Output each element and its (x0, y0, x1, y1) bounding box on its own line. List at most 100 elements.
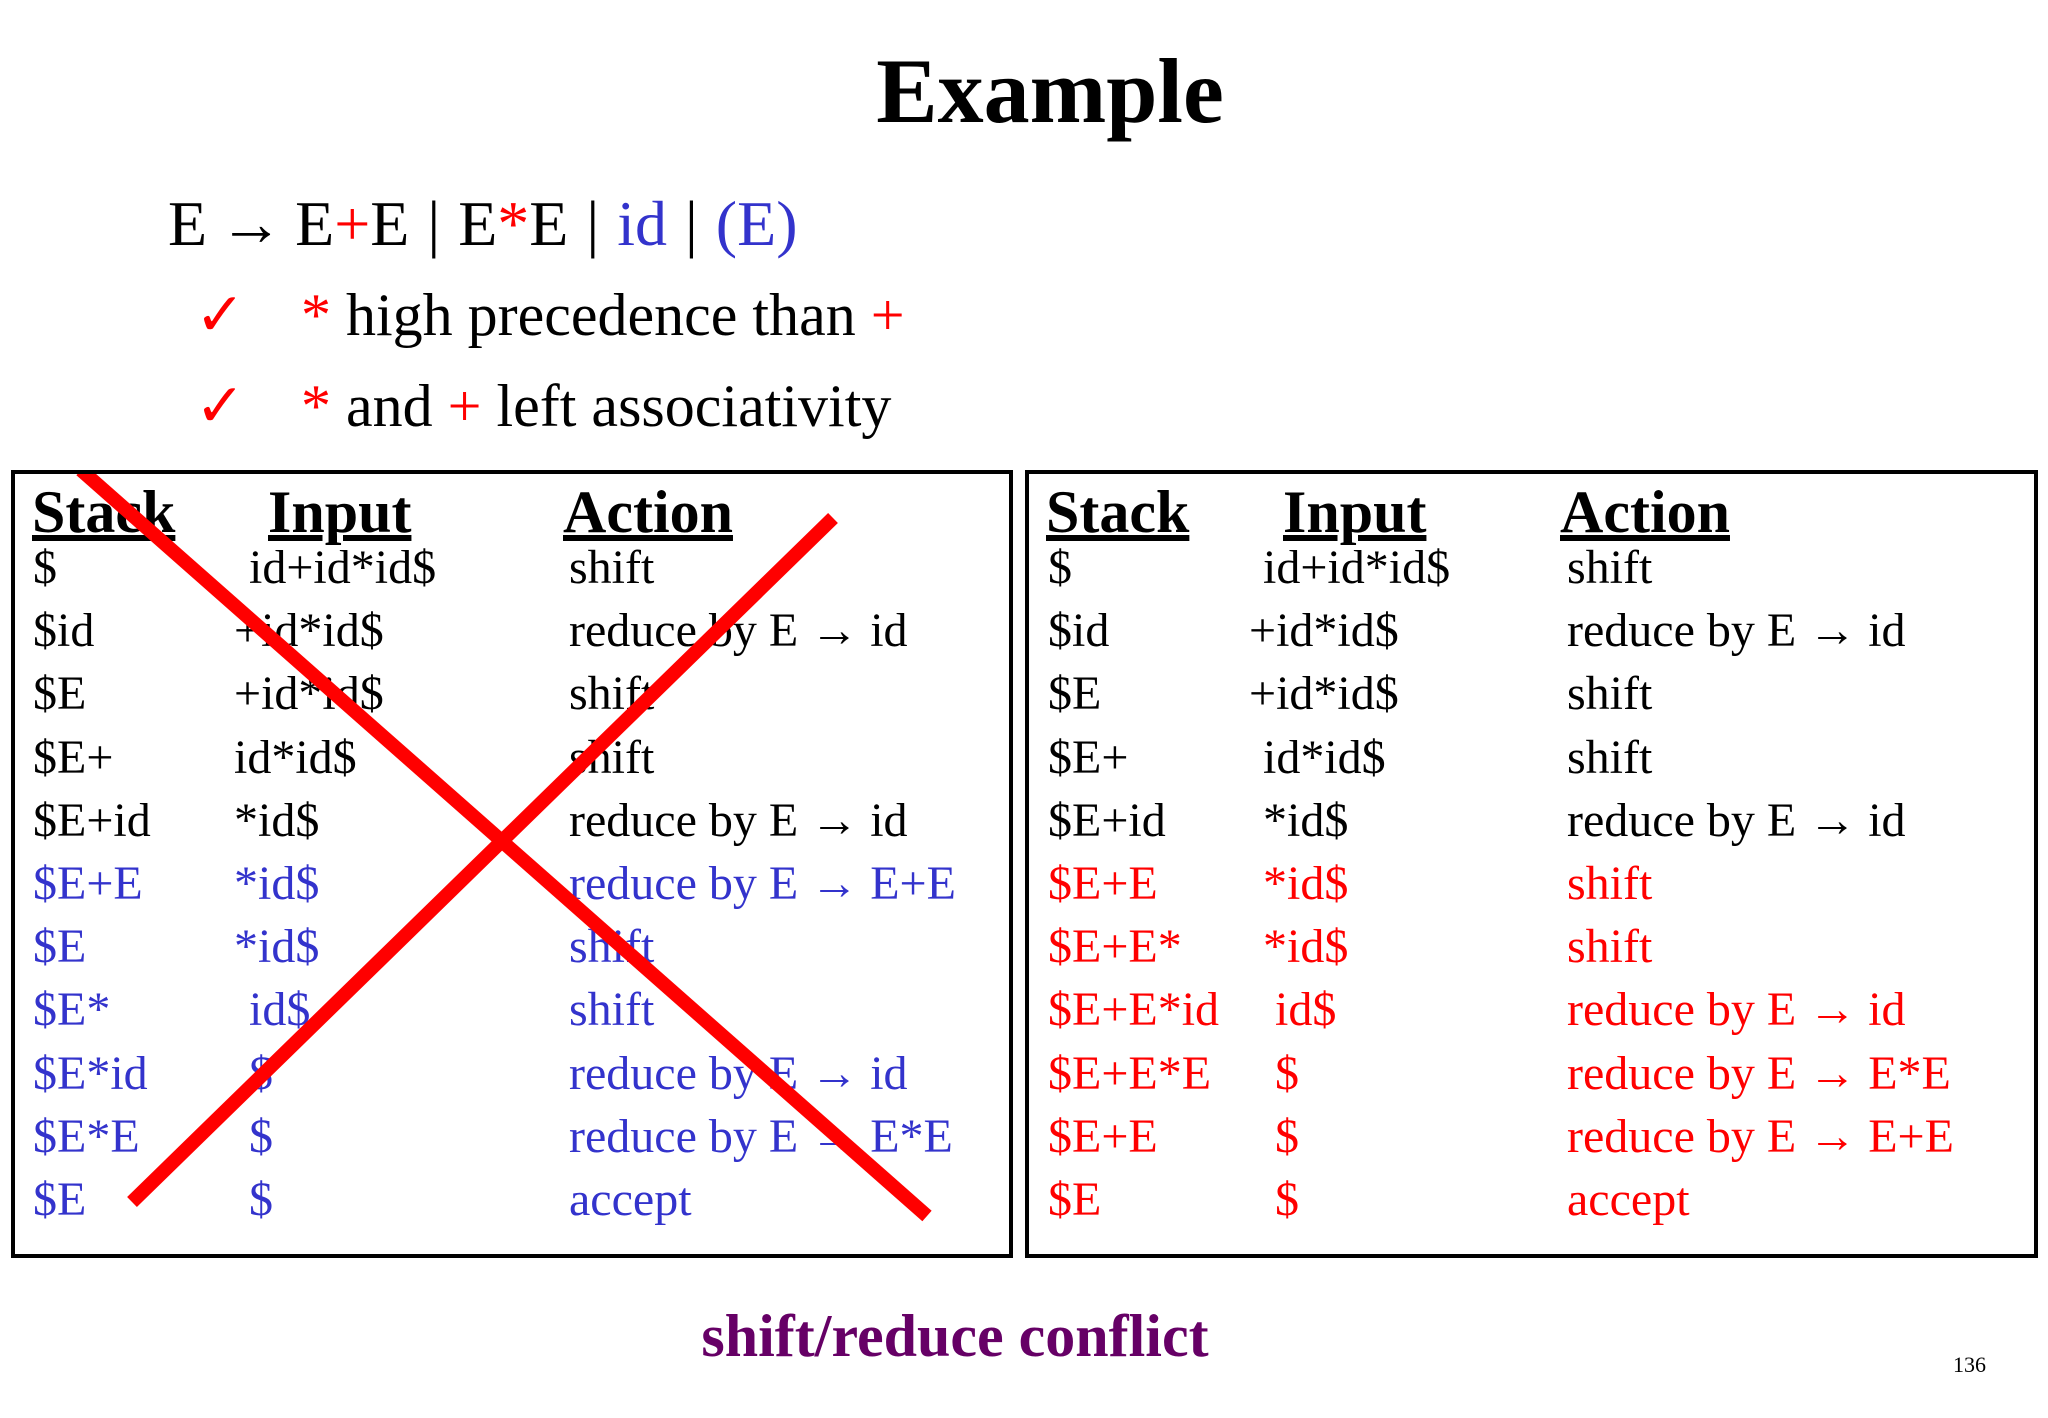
grammar-alt2-left: E (458, 188, 498, 259)
note-op-plus: + (447, 373, 482, 439)
conflict-caption: shift/reduce conflict (701, 1303, 1209, 1369)
cell-input: id$ (249, 983, 311, 1037)
cell-stack: $E (33, 1173, 87, 1226)
cell-stack: $ (1048, 541, 1072, 594)
table-row: $ id+id*id$ shift (15, 544, 1009, 607)
grammar-id-terminal: id (617, 188, 667, 259)
table-row: $E$accept (1029, 1176, 2034, 1239)
cell-action: reduce by E → id (569, 793, 908, 847)
table-row: $E+id*id$shift (1029, 670, 2034, 733)
cell-action: shift (1567, 920, 1653, 974)
cell-action: shift (569, 983, 655, 1037)
cell-stack: $ (33, 541, 57, 594)
table-row: $E+E *id$ shift (1029, 860, 2034, 923)
table-row: $id +id*id$ reduce by E → id (1029, 607, 2034, 670)
cell-stack: $E+E (1048, 1109, 1158, 1163)
cell-action: reduce by E → E*E (1567, 1046, 1951, 1100)
checkmark-icon: ✓ (195, 373, 246, 439)
table-row: $E+E**id$shift (1029, 923, 2034, 986)
cross-stroke (127, 512, 838, 1208)
cell-stack: $E+id (1048, 793, 1166, 847)
header-action: Action (563, 479, 733, 545)
table-row: $E* id$ shift (15, 986, 1009, 1049)
cell-stack: $E+E*id (1048, 983, 1220, 1037)
note-text: and (331, 373, 448, 439)
cell-input: *id$ (234, 857, 320, 910)
cross-out-icon (76, 474, 932, 1222)
grammar-lhs: E (168, 188, 208, 259)
grammar-separator: | (586, 188, 600, 259)
cell-stack: $id (33, 604, 95, 658)
header-input: Input (1283, 479, 1427, 545)
cell-stack: $E (33, 667, 87, 721)
header-action: Action (1560, 479, 1730, 545)
table-row: $E$accept (15, 1176, 1009, 1239)
right-parse-table: Stack Input Action $id+id*id$shift$id+id… (1025, 470, 2038, 1258)
cell-stack: $E+ (33, 730, 114, 784)
cell-input: *id$ (234, 793, 320, 847)
grammar-star-operator: * (497, 188, 530, 259)
cell-input: *id$ (234, 920, 320, 974)
grammar-alt2-right: E (529, 188, 569, 259)
table-row: $E+id*id$shift (1029, 730, 2034, 797)
cell-action: shift (1567, 857, 1653, 910)
table-row: $id+id*id$shift (1029, 544, 2034, 607)
cell-stack: $E+E (1048, 857, 1158, 910)
cell-stack: $E*E (33, 1109, 140, 1163)
checkmark-icon: ✓ (195, 282, 246, 348)
cell-action: reduce by E → id (1567, 604, 1906, 658)
cell-input: *id$ (1263, 793, 1349, 847)
cell-input: +id*id$ (1249, 667, 1399, 721)
grammar-production: E→E+E|E*E|id|(E) (168, 192, 798, 256)
cell-action: reduce by E → id (1567, 983, 1906, 1037)
cell-input: id+id*id$ (249, 541, 437, 594)
note-text-tail: left associativity (481, 373, 892, 439)
note-associativity: ✓ * and + left associativity (195, 376, 891, 436)
cell-action: accept (569, 1173, 692, 1226)
cell-stack: $E+ (1048, 730, 1129, 784)
cell-stack: $E (33, 920, 87, 974)
table-row: $E+id *id$ reduce by E → id (1029, 793, 2034, 860)
note-text: high precedence than (331, 282, 871, 348)
note-op-star: * (301, 282, 331, 348)
note-op-plus: + (870, 282, 905, 348)
note-precedence: ✓ * high precedence than + (195, 285, 905, 345)
grammar-separator: | (427, 188, 441, 259)
cell-input: +id*id$ (1249, 604, 1399, 658)
cell-stack: $E* (33, 983, 111, 1037)
grammar-plus-operator: + (334, 188, 371, 259)
table-row: $id+id*id$reduce by E → id (15, 607, 1009, 670)
grammar-arrow: → (219, 188, 284, 259)
cell-action: shift (1567, 730, 1653, 784)
cell-stack: $id (1048, 604, 1110, 658)
table-row: $E+E*E $ reduce by E → E*E (1029, 1046, 2034, 1113)
cell-input: *id$ (1263, 857, 1349, 910)
grammar-paren-alternative: (E) (715, 188, 798, 259)
cell-stack: $E+E*E (1048, 1046, 1212, 1100)
table-row: $E+id *id$ reduce by E → id (15, 793, 1009, 860)
note-op-star: * (301, 373, 331, 439)
slide-title: Example (876, 40, 1224, 142)
grammar-alt1-right: E (370, 188, 410, 259)
table-row: $E+E *id$ reduce by E → E+E (15, 860, 1009, 923)
cell-stack: $E*id (33, 1046, 148, 1100)
cell-stack: $E+E* (1048, 920, 1182, 974)
cell-action: reduce by E → E+E (569, 857, 956, 910)
cell-input: $ (1275, 1046, 1299, 1100)
cell-action: reduce by E → E+E (1567, 1109, 1954, 1163)
grammar-alt1-left: E (295, 188, 335, 259)
page-number: 136 (1953, 1352, 1986, 1377)
cell-stack: $E (1048, 667, 1102, 721)
table-row: $E+E $ reduce by E → E+E (1029, 1109, 2034, 1176)
cell-action: reduce by E → id (1567, 793, 1906, 847)
cell-action: accept (1567, 1173, 1690, 1226)
cell-stack: $E+id (33, 793, 151, 847)
cell-input: $ (249, 1109, 273, 1163)
grammar-separator: | (684, 188, 698, 259)
cell-input: $ (1275, 1109, 1299, 1163)
header-input: Input (268, 479, 412, 545)
cell-action: shift (569, 541, 655, 594)
cell-stack: $E+E (33, 857, 143, 910)
cell-input: $ (1275, 1173, 1299, 1226)
